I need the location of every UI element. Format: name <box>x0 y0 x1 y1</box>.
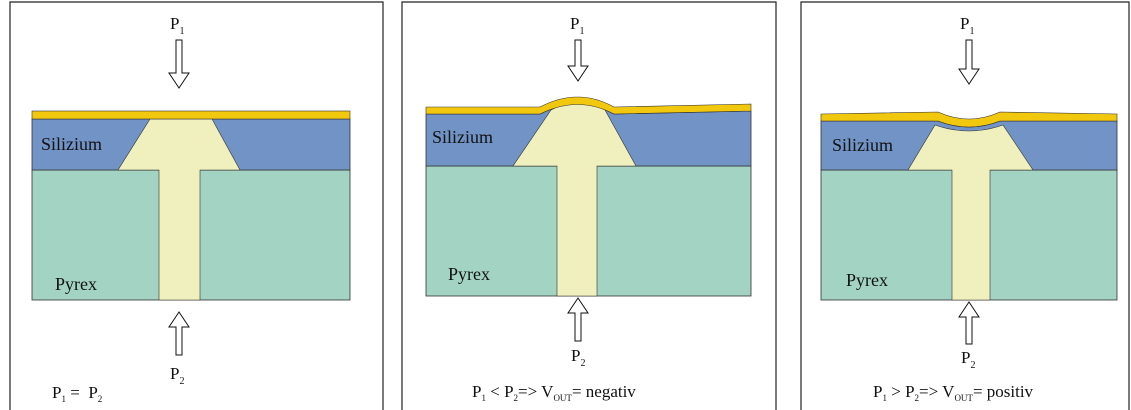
pressure-channel <box>907 124 1034 301</box>
output-formula: P1 < P2=> VOUT= negativ <box>472 382 636 403</box>
pyrex-label: Pyrex <box>846 270 888 290</box>
panel-negative-output: Silizium Pyrex P1 P2 P1 < P2=> VOUT= neg… <box>401 1 777 410</box>
up-arrow-icon <box>567 297 589 342</box>
pyrex-label: Pyrex <box>448 264 490 284</box>
gold-membrane <box>425 96 752 115</box>
p2-label: P2 <box>170 364 184 387</box>
p1-label: P1 <box>960 14 974 37</box>
up-arrow-icon <box>958 301 980 345</box>
pressure-formula: P1 = P2 <box>52 383 102 404</box>
down-arrow-icon <box>168 39 190 89</box>
p1-label: P1 <box>170 14 184 37</box>
output-formula: P1 > P2=> VOUT= positiv <box>873 382 1034 403</box>
panel-positive-output: Silizium Pyrex P1 P2 P1 > P2=> VOUT= pos… <box>800 1 1130 410</box>
p2-label: P2 <box>571 346 585 369</box>
p1-label: P1 <box>570 14 584 37</box>
down-arrow-icon <box>567 39 589 82</box>
panel-frame <box>9 1 384 410</box>
panel-frame <box>401 1 777 410</box>
up-arrow-icon <box>168 311 190 356</box>
silicon-label: Silizium <box>41 134 102 154</box>
silicon-label: Silizium <box>432 127 493 147</box>
panel-frame <box>800 1 1130 410</box>
down-arrow-icon <box>958 39 980 85</box>
silicon-label: Silizium <box>832 135 893 155</box>
panel-equal-pressure: Silizium Pyrex P1 P2 P1 = P2 <box>9 1 384 410</box>
pressure-channel <box>117 118 241 301</box>
p2-label: P2 <box>961 348 975 371</box>
gold-membrane <box>820 111 1118 128</box>
gold-membrane <box>31 110 351 120</box>
pyrex-label: Pyrex <box>55 274 97 294</box>
